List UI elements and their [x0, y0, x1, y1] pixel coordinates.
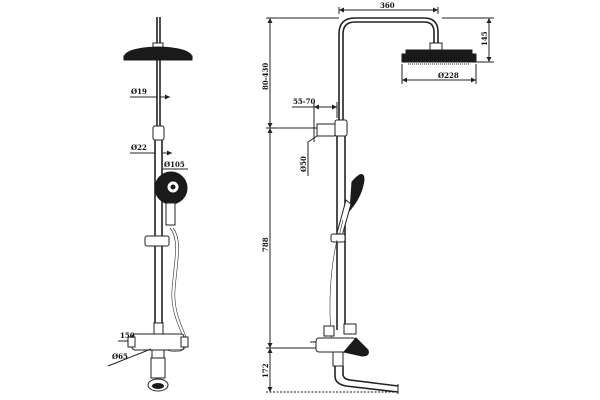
dim-head-diameter: Ø228 [438, 71, 459, 80]
side-mixer-valve [315, 323, 369, 367]
bath-spout [147, 357, 169, 392]
dim-head-height: 145 [480, 31, 489, 46]
dim-mixer-width: 150 [120, 331, 135, 340]
hand-shower [154, 171, 188, 226]
dim-pipe-diameter: Ø19 [131, 87, 147, 96]
dim-spout-diameter: Ø65 [112, 352, 128, 361]
mixer-valve [127, 322, 189, 359]
dim-arm-length: 360 [380, 1, 395, 10]
height-adjust-ring [152, 125, 165, 141]
wall-bracket [316, 123, 336, 137]
dim-wall-offset: 55-70 [293, 97, 316, 106]
dim-mixer-height: 172 [261, 363, 270, 378]
side-view [310, 17, 477, 394]
dim-column-diameter: Ø22 [131, 143, 147, 152]
dim-hand-shower-diameter: Ø105 [164, 160, 185, 169]
slide-bracket [144, 235, 170, 247]
rain-shower-head [123, 42, 193, 61]
dim-bracket-diameter: Ø50 [299, 156, 308, 172]
side-hand-shower [336, 174, 365, 241]
dim-column-height: 788 [261, 237, 270, 252]
dim-height-adjust: 80-430 [261, 63, 270, 90]
side-view-dimensions: 360 145 Ø228 80-430 55-70 Ø50 788 172 [261, 1, 494, 393]
side-rain-shower-head [401, 42, 477, 65]
front-view: Ø19 Ø22 Ø105 [107, 17, 193, 392]
